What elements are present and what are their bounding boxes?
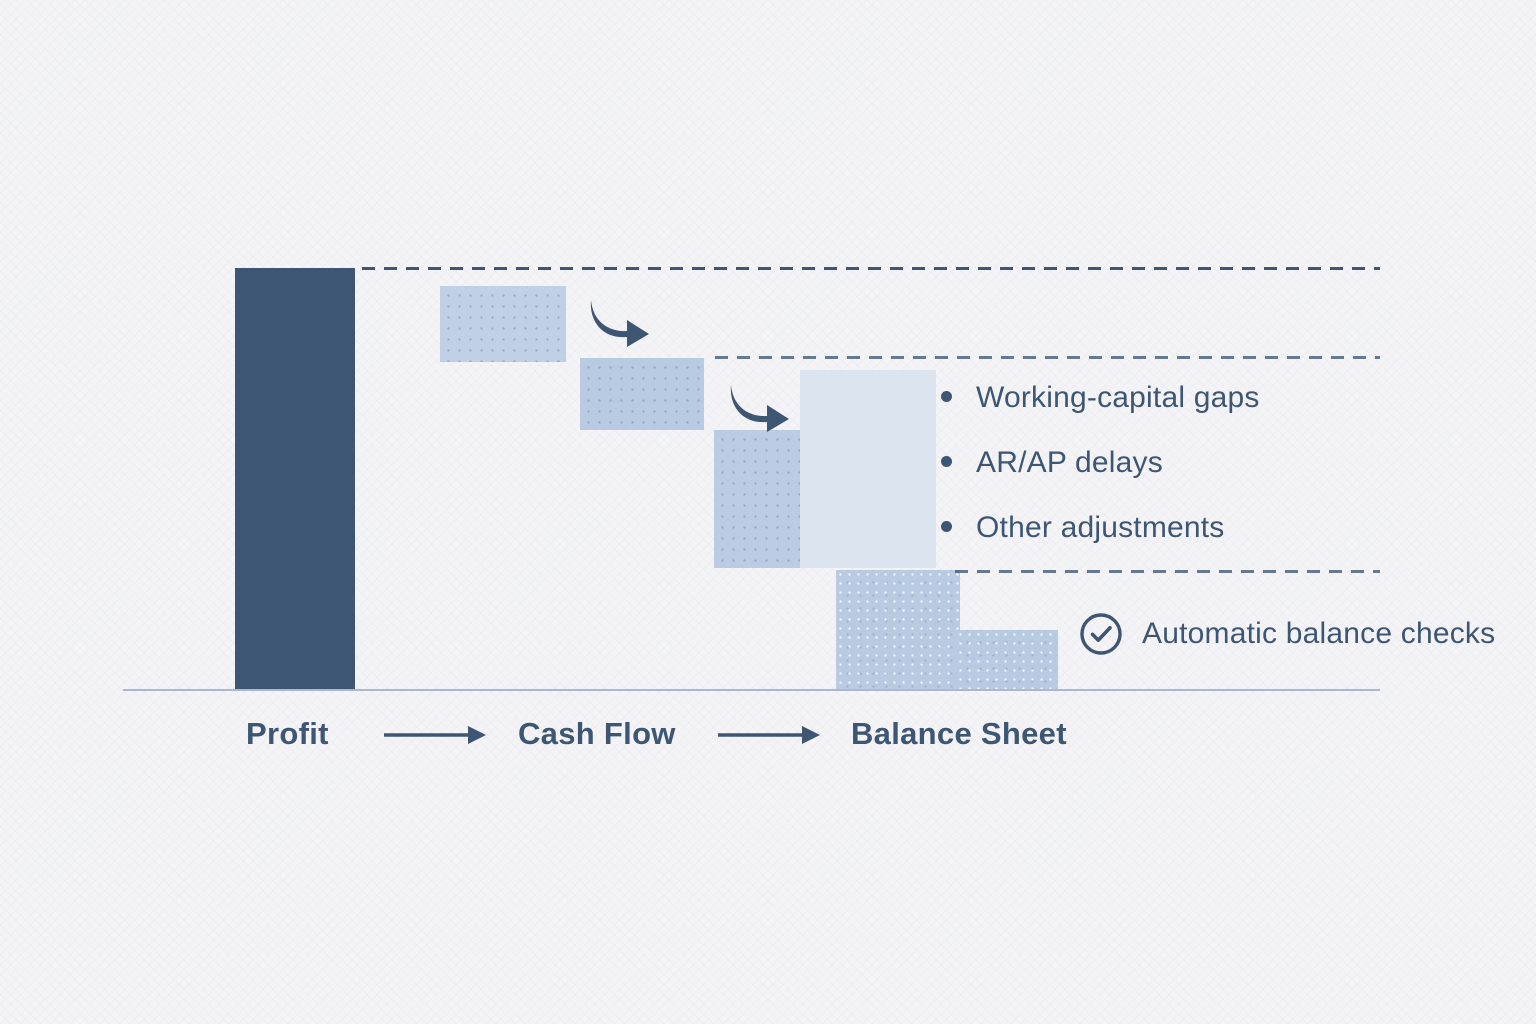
axis-stage-label-balance-sheet: Balance Sheet (851, 716, 1067, 751)
reference-line-balance-sheet-level (955, 570, 1380, 573)
axis-baseline (123, 689, 1380, 691)
bar-balance-sheet-total (800, 370, 936, 568)
axis-stage-label-profit: Profit (246, 716, 329, 751)
flow-arrow-profit-to-cash-flow (590, 300, 649, 347)
bullet-dot-icon (941, 391, 952, 402)
bullet-label: Working-capital gaps (976, 381, 1260, 414)
bar-profit (235, 268, 355, 690)
bullet-dot-icon (941, 456, 952, 467)
check-label: Automatic balance checks (1142, 617, 1496, 650)
bar-residual-2 (956, 630, 1058, 690)
bullet-label: Other adjustments (976, 511, 1225, 544)
automatic-balance-checks-row: Automatic balance checks (1078, 611, 1495, 657)
list-item: Working-capital gaps (941, 381, 1371, 446)
bullet-dot-icon (941, 521, 952, 532)
annotation-bullet-list: Working-capital gaps AR/AP delays Other … (941, 381, 1371, 576)
reference-line-profit-level (362, 267, 1380, 270)
stage-connector-arrow-1 (384, 726, 486, 744)
bullet-label: AR/AP delays (976, 446, 1163, 479)
bar-adjustment-2 (580, 358, 704, 430)
reference-line-cash-flow-level (715, 356, 1380, 359)
stage-connector-arrow-2 (718, 726, 820, 744)
list-item: AR/AP delays (941, 446, 1371, 511)
check-circle-icon (1080, 613, 1122, 655)
flow-arrow-cash-flow-to-balance-sheet (730, 385, 789, 432)
bar-residual-1 (836, 570, 960, 690)
list-item: Other adjustments (941, 511, 1371, 576)
axis-stage-label-cash-flow: Cash Flow (518, 716, 676, 751)
bar-adjustment-1 (440, 286, 566, 362)
